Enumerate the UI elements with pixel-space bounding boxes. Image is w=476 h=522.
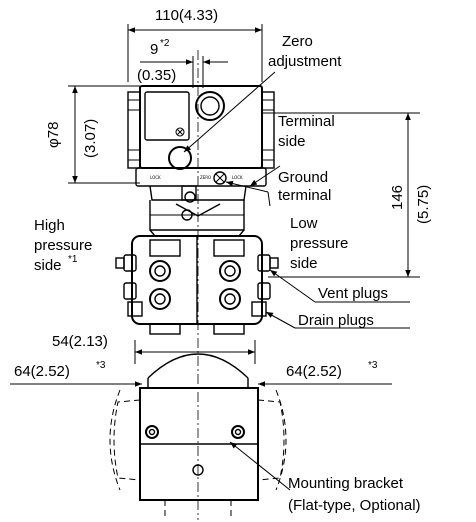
sensor-neck <box>149 171 245 237</box>
label-high-note: *1 <box>68 254 78 265</box>
dim-note-offset: *2 <box>160 38 170 49</box>
dim-text-diameter: φ78 <box>45 122 62 148</box>
label-mounting-line1: Mounting bracket <box>288 475 404 492</box>
label-mounting-line2: (Flat-type, Optional) <box>288 497 421 514</box>
label-ground-line2: terminal <box>278 187 331 204</box>
dim-note-64-left: *3 <box>96 360 106 371</box>
vent-plug-left-icon <box>149 260 171 282</box>
housing-lock-left: LOCK <box>150 175 161 180</box>
dim-text-offset-inch: (0.35) <box>137 67 176 84</box>
dim-text-overall-width: 110(4.33) <box>155 7 218 24</box>
housing-lock-right: LOCK <box>232 175 243 180</box>
label-low-line2: pressure <box>290 235 348 252</box>
dim-text-height-inch: (5.75) <box>415 185 432 224</box>
housing-zero-mark: ZERO <box>200 175 211 180</box>
label-zero-line1: Zero <box>282 33 313 50</box>
conduit-port-icon <box>195 91 225 121</box>
zero-adjust-knob-icon <box>168 146 192 170</box>
drain-plug-right-icon <box>219 288 241 310</box>
process-flanges <box>115 235 279 335</box>
transmitter-housing: LOCK ZERO LOCK <box>127 85 275 201</box>
bracket-bolt-right-icon <box>231 425 245 439</box>
dim-note-64-right: *3 <box>368 360 378 371</box>
vent-plug-right-icon <box>219 260 241 282</box>
label-high-line2: pressure <box>34 237 92 254</box>
label-ground-line1: Ground <box>278 169 328 186</box>
label-low-line1: Low <box>290 215 318 232</box>
dim-text-64-right: 64(2.52) <box>286 363 342 380</box>
label-high-line1: High <box>34 217 65 234</box>
dim-text-height: 146 <box>389 185 406 210</box>
leader-lines <box>183 71 410 491</box>
label-drain-plugs: Drain plugs <box>298 312 374 329</box>
screw-icon <box>175 127 185 137</box>
extension-lines <box>68 24 420 278</box>
label-terminal-line2: side <box>278 133 306 150</box>
labels: 110(4.33) 9 *2 (0.35) φ78 (3.07) 146 (5.… <box>14 7 432 514</box>
bracket-bolt-left-icon <box>145 425 159 439</box>
ground-terminal-icon <box>213 171 227 185</box>
label-zero-line2: adjustment <box>268 53 342 70</box>
dimension-lines <box>10 27 411 387</box>
mounting-bracket <box>109 353 287 520</box>
label-terminal-line1: Terminal <box>278 113 335 130</box>
dim-text-diameter-inch: (3.07) <box>82 119 99 158</box>
label-low-line3: side <box>290 255 318 272</box>
label-high-line3: side <box>34 257 62 274</box>
drain-plug-left-icon <box>149 288 171 310</box>
label-vent-plugs: Vent plugs <box>318 285 388 302</box>
dim-text-54: 54(2.13) <box>52 333 108 350</box>
dim-text-64-left: 64(2.52) <box>14 363 70 380</box>
dim-text-offset: 9 <box>150 41 158 58</box>
